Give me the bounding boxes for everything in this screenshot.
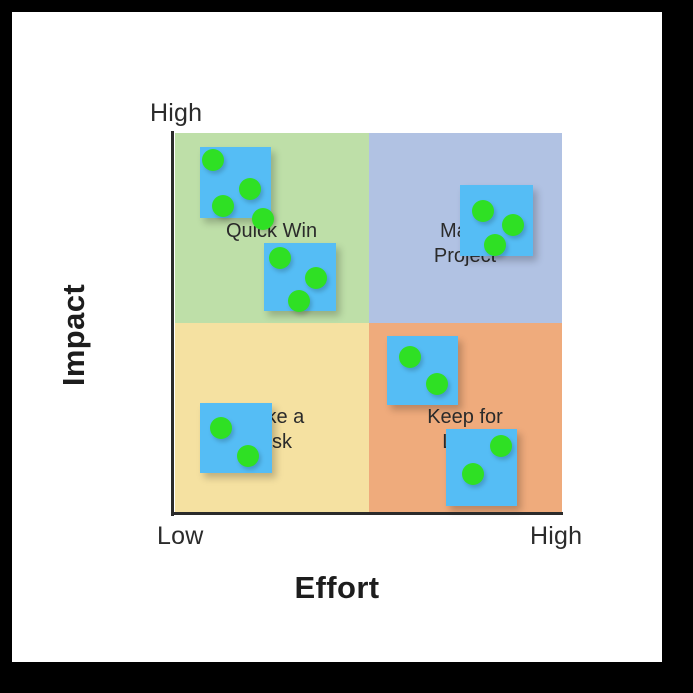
idea-dot	[462, 463, 484, 485]
y-axis-tick-high: High	[150, 99, 203, 127]
idea-dot	[305, 267, 327, 289]
idea-dot	[202, 149, 224, 171]
idea-card[interactable]	[446, 429, 517, 506]
idea-dot	[237, 445, 259, 467]
idea-dot	[288, 290, 310, 312]
y-axis-title: Impact	[56, 283, 91, 387]
plot-area: Quick Win Major Project Make a Task Keep…	[175, 133, 562, 512]
x-axis-tick-high: High	[530, 522, 583, 550]
idea-dot	[472, 200, 494, 222]
idea-dot	[426, 373, 448, 395]
idea-card[interactable]	[264, 243, 336, 312]
idea-card[interactable]	[200, 147, 274, 230]
x-axis-line	[171, 512, 563, 515]
idea-card[interactable]	[387, 336, 458, 405]
x-axis-tick-low: Low	[157, 522, 204, 550]
idea-dot	[252, 208, 274, 230]
y-axis-line	[171, 131, 174, 516]
idea-dot	[210, 417, 232, 439]
idea-card[interactable]	[200, 403, 272, 473]
idea-dot	[269, 247, 291, 269]
idea-card[interactable]	[460, 185, 533, 256]
idea-dot	[239, 178, 261, 200]
idea-dot	[212, 195, 234, 217]
x-axis-title: Effort	[294, 570, 380, 605]
idea-dot	[502, 214, 524, 236]
idea-dot	[399, 346, 421, 368]
idea-dot	[490, 435, 512, 457]
figure-canvas: Quick Win Major Project Make a Task Keep…	[12, 12, 662, 662]
idea-dot	[484, 234, 506, 256]
